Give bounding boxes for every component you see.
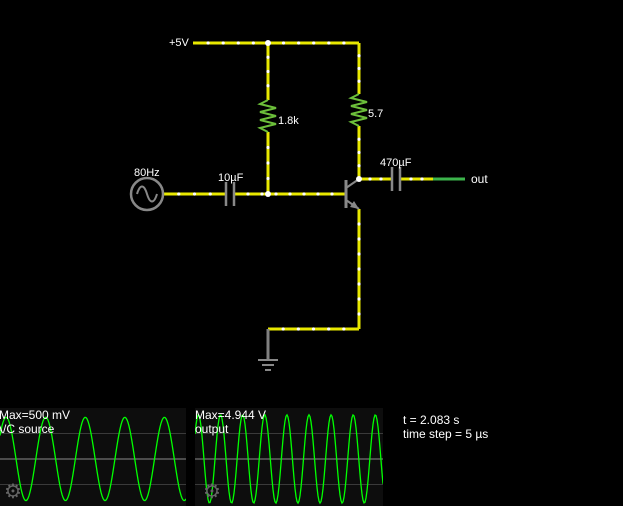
current-dot (327, 327, 331, 331)
supply-label: +5V (169, 37, 190, 49)
current-dot (368, 177, 372, 181)
current-dot (266, 161, 270, 165)
input-capacitor-icon[interactable] (224, 182, 236, 206)
circuit-canvas[interactable]: +5V 1.8k 5.7 80Hz 10µF 470µF out (0, 0, 623, 408)
scope-max-label: Max=4.944 V (195, 408, 267, 422)
output-capacitor-label: 470µF (380, 157, 412, 169)
current-dot (266, 84, 270, 88)
current-dot (342, 41, 346, 45)
current-dots (177, 40, 424, 331)
current-dot (357, 297, 361, 301)
current-dot (236, 41, 240, 45)
current-dot (357, 282, 361, 286)
current-dot (274, 192, 278, 196)
scope-waveform (195, 413, 383, 505)
current-dot (357, 252, 361, 256)
scope-trace (0, 416, 186, 502)
ac-source-icon[interactable] (129, 176, 165, 212)
scope-name-label: A/C source (0, 422, 55, 436)
current-dot (420, 177, 424, 181)
current-dot (327, 41, 331, 45)
current-dot (311, 327, 316, 331)
output-label: out (471, 172, 488, 186)
junction-dot (265, 191, 271, 197)
source-frequency-label: 80Hz (134, 167, 160, 179)
current-dot (266, 69, 270, 74)
scope-bar: Max=500 mV A/C source ⚙ Max=4.944 V outp… (0, 408, 623, 506)
current-dot (357, 312, 361, 316)
current-dot (357, 164, 361, 168)
junction-dot (356, 176, 362, 182)
current-dot (281, 327, 285, 331)
current-dot (357, 66, 361, 71)
ground-icon (258, 359, 278, 371)
current-dot (288, 192, 292, 196)
current-dot (357, 150, 361, 155)
collector-resistor-label: 5.7 (368, 108, 383, 120)
current-dot (296, 327, 300, 331)
current-dot (409, 177, 413, 181)
current-dot (297, 41, 301, 45)
output-capacitor-icon[interactable] (390, 167, 402, 191)
scope-name-label: output (195, 422, 229, 436)
scope-output[interactable]: Max=4.944 V output ⚙ (195, 408, 383, 506)
current-dot (208, 192, 212, 196)
current-dot (316, 192, 320, 196)
current-dot (357, 54, 361, 58)
current-dot (266, 55, 270, 59)
current-dot (379, 177, 383, 181)
simulation-info: t = 2.083 s time step = 5 µs (403, 413, 488, 441)
input-capacitor-label: 10µF (218, 172, 244, 184)
current-dot (357, 237, 361, 241)
wires (163, 41, 465, 360)
bias-resistor-label: 1.8k (278, 115, 299, 127)
current-dot (357, 267, 361, 271)
junction-dot (265, 40, 271, 46)
current-dot (246, 192, 250, 196)
gear-icon[interactable]: ⚙ (4, 481, 22, 503)
scope-max-label: Max=500 mV (0, 408, 71, 422)
scope-waveform (0, 416, 186, 502)
current-dot (266, 145, 270, 150)
current-dot (330, 192, 334, 196)
npn-transistor-icon[interactable] (344, 178, 360, 210)
current-dot (342, 327, 346, 331)
current-dot (206, 41, 210, 45)
scope-ac-source[interactable]: Max=500 mV A/C source ⚙ (0, 408, 186, 506)
current-dot (357, 222, 361, 226)
current-dot (281, 41, 286, 45)
current-dot (192, 192, 197, 196)
time-readout: t = 2.083 s (403, 413, 460, 427)
time-step-readout: time step = 5 µs (403, 427, 489, 441)
current-dot (357, 79, 361, 83)
current-dot (177, 192, 181, 196)
current-dot (251, 41, 255, 45)
bias-resistor-icon[interactable] (257, 99, 277, 133)
collector-resistor-icon[interactable] (348, 93, 368, 127)
current-dot (221, 41, 225, 45)
scope-trace (195, 413, 383, 505)
gear-icon[interactable]: ⚙ (203, 481, 221, 503)
current-dot (357, 137, 361, 141)
current-dot (302, 192, 306, 196)
current-dot (260, 192, 264, 196)
current-dot (312, 41, 316, 45)
current-dot (266, 176, 270, 181)
